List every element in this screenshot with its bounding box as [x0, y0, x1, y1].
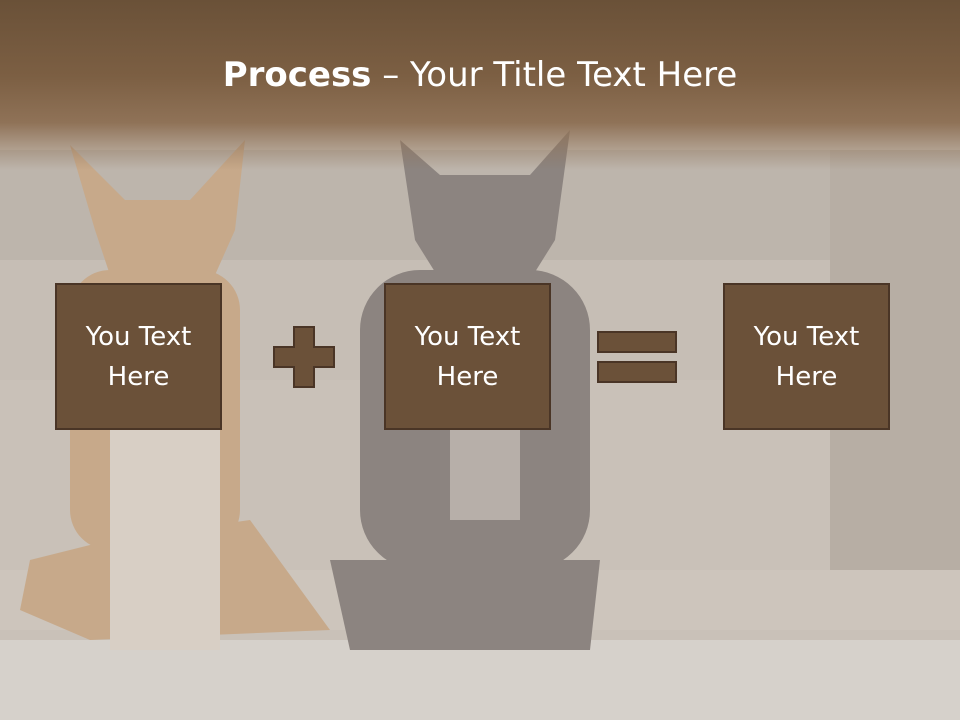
text-box-3[interactable]: You Text Here	[723, 283, 890, 430]
text-box-label: You Text Here	[414, 321, 521, 392]
text-box-label: You Text Here	[85, 321, 192, 392]
text-box-label: You Text Here	[753, 321, 860, 392]
title-band	[0, 0, 960, 170]
slide-title: Process – Your Title Text Here	[0, 52, 960, 98]
equals-icon	[597, 331, 677, 383]
title-rest: – Your Title Text Here	[371, 55, 738, 95]
title-bold: Process	[222, 55, 372, 95]
text-box-2[interactable]: You Text Here	[384, 283, 551, 430]
plus-icon	[273, 326, 335, 388]
text-box-1[interactable]: You Text Here	[55, 283, 222, 430]
